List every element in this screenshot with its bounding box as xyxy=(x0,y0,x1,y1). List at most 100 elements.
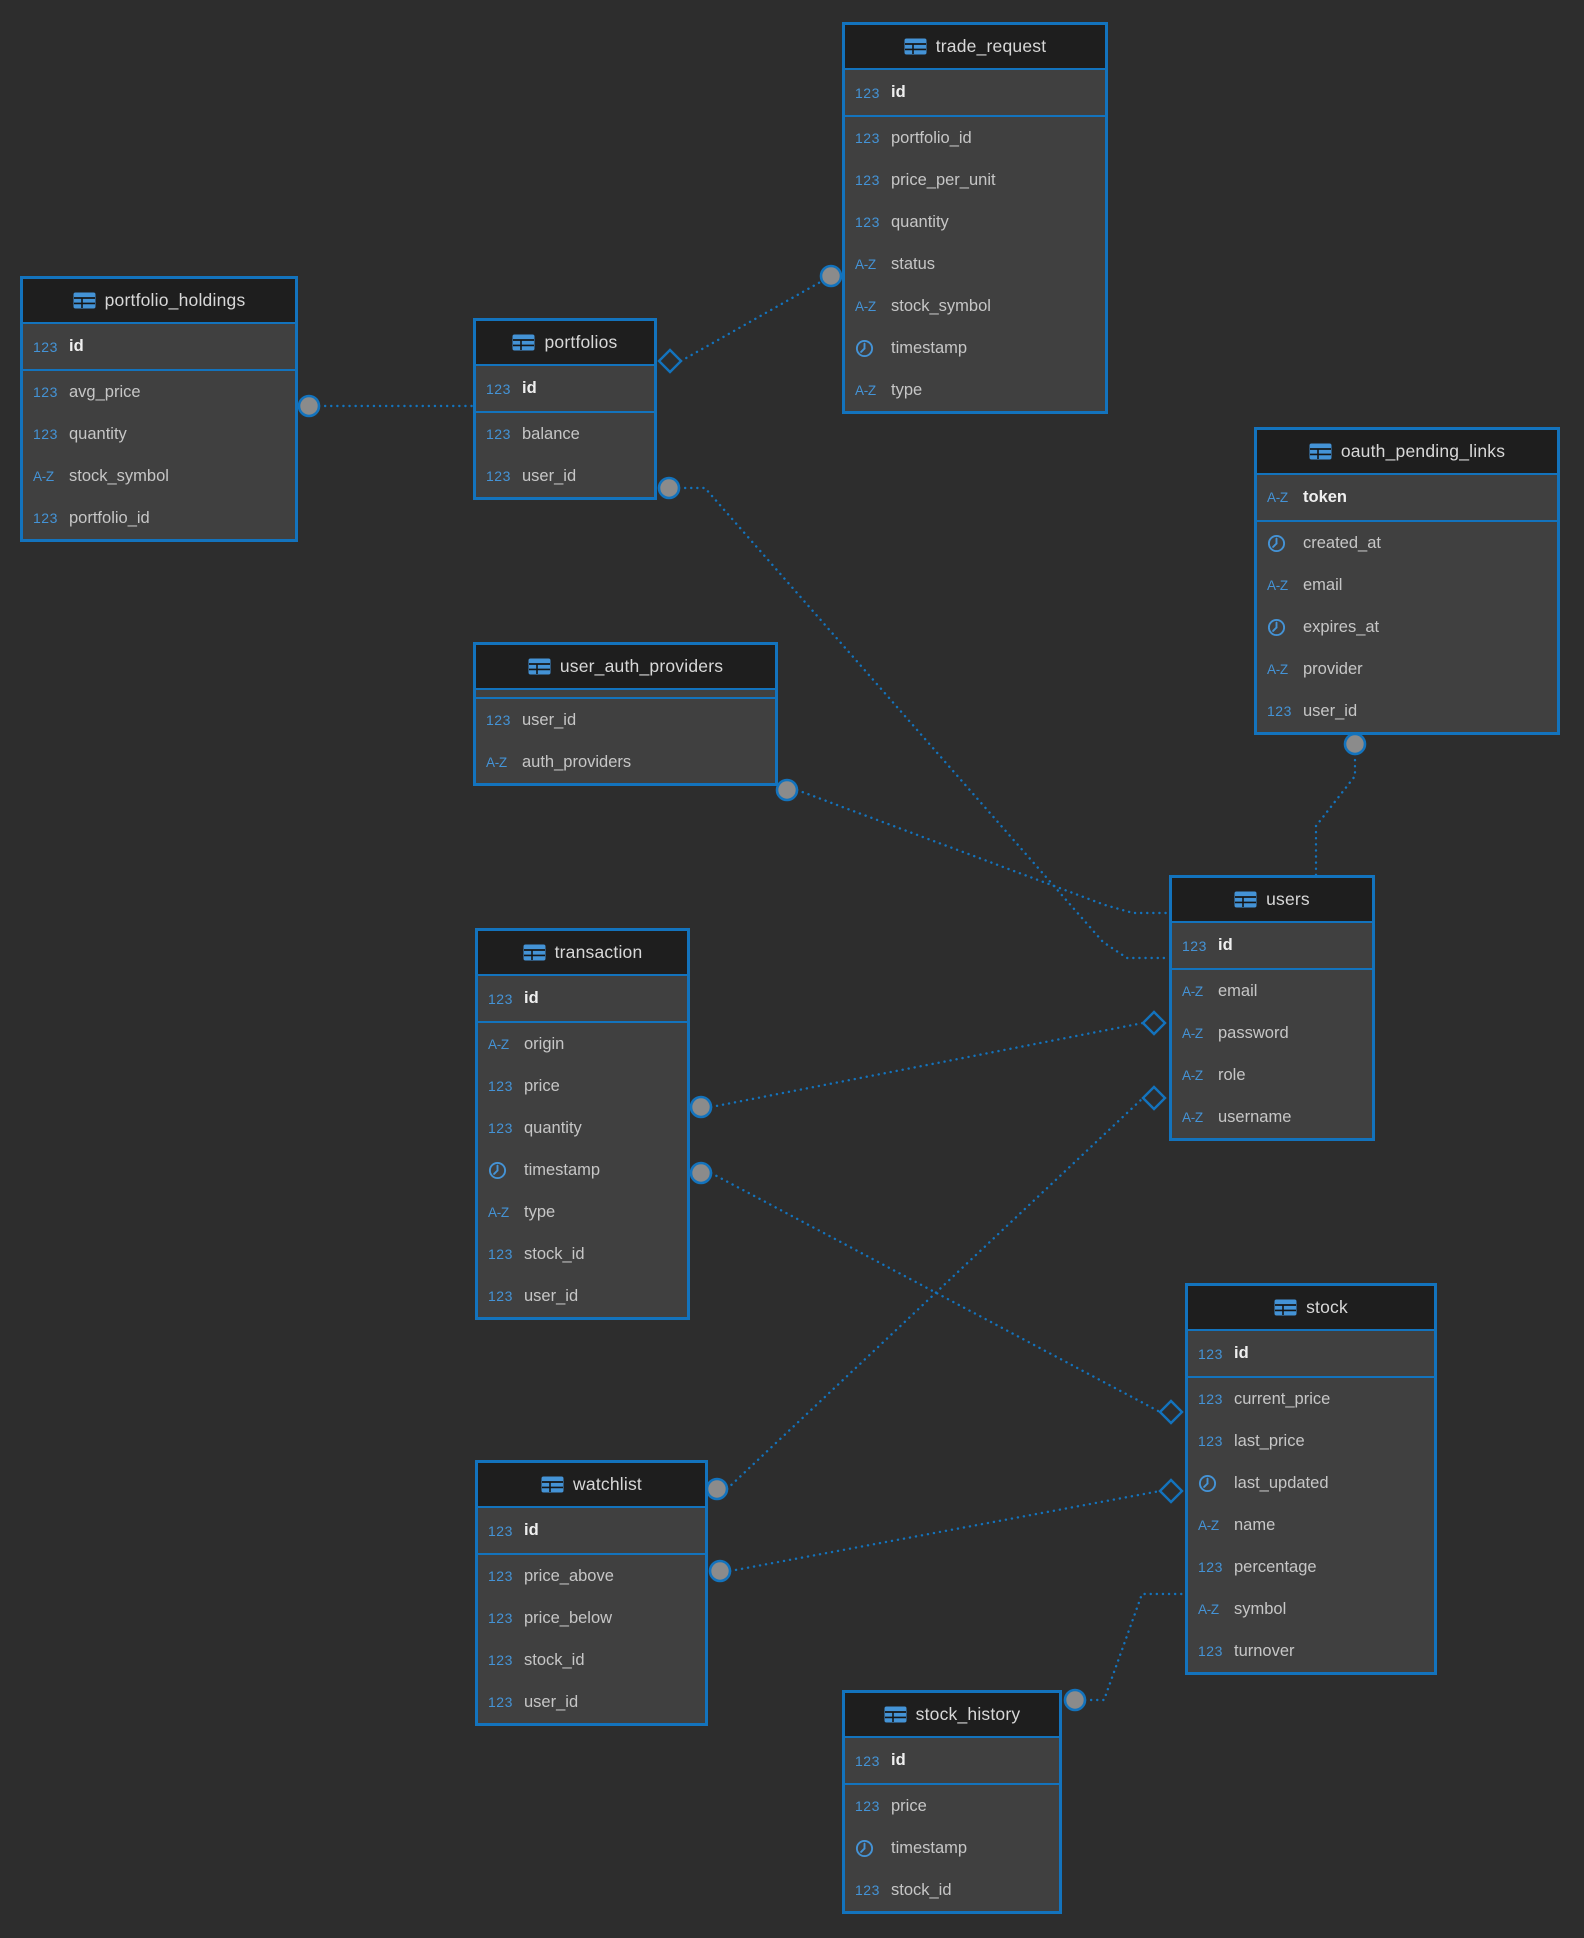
column-row-stock_history-timestamp[interactable]: timestamp xyxy=(845,1827,1059,1869)
text-az-icon: A-Z xyxy=(1198,1517,1219,1533)
column-row-stock-last_updated[interactable]: last_updated xyxy=(1188,1462,1434,1504)
column-row-oauth_pending_links-expires_at[interactable]: expires_at xyxy=(1257,606,1557,648)
table-name: transaction xyxy=(554,942,643,962)
circle-endpoint xyxy=(705,1477,729,1501)
table-header-portfolios[interactable]: portfolios xyxy=(476,321,654,366)
diamond-endpoint xyxy=(1158,1478,1184,1504)
column-row-watchlist-user_id[interactable]: 123 user_id xyxy=(478,1681,705,1723)
number-123-icon: 123 xyxy=(488,1694,513,1710)
column-name: password xyxy=(1218,1023,1289,1042)
connector-transaction-users[interactable] xyxy=(689,1010,1167,1119)
connector-portfolios-trade_request[interactable] xyxy=(657,264,843,374)
column-row-oauth_pending_links-created_at[interactable]: created_at xyxy=(1257,522,1557,564)
table-header-portfolio_holdings[interactable]: portfolio_holdings xyxy=(23,279,295,324)
connector-transaction-stock[interactable] xyxy=(689,1161,1184,1425)
connector-portfolio_holdings-portfolios[interactable] xyxy=(297,394,475,418)
column-name: id xyxy=(524,1521,539,1539)
clock-icon xyxy=(1198,1474,1234,1493)
table-header-transaction[interactable]: transaction xyxy=(478,931,687,976)
table-header-stock[interactable]: stock xyxy=(1188,1286,1434,1331)
column-name: type xyxy=(891,380,923,399)
table-header-users[interactable]: users xyxy=(1172,878,1372,923)
column-row-trade_request-timestamp[interactable]: timestamp xyxy=(845,327,1105,369)
text-az-icon: A-Z xyxy=(855,382,876,398)
table-header-oauth_pending_links[interactable]: oauth_pending_links xyxy=(1257,430,1557,475)
connector-watchlist-stock[interactable] xyxy=(708,1478,1184,1583)
clock-icon xyxy=(855,1839,891,1858)
column-row-trade_request-type[interactable]: A-Z type xyxy=(845,369,1105,411)
table-header-stock_history[interactable]: stock_history xyxy=(845,1693,1059,1738)
connector-stock_history-stock[interactable] xyxy=(1063,1592,1187,1712)
text-az-icon: A-Z xyxy=(1267,661,1288,677)
connector-user_auth_providers-users[interactable] xyxy=(775,778,1171,915)
number-123-icon: 123 xyxy=(488,1120,513,1136)
column-row-transaction-timestamp[interactable]: timestamp xyxy=(478,1149,687,1191)
primary-key-section xyxy=(476,690,775,699)
table-header-user_auth_providers[interactable]: user_auth_providers xyxy=(476,645,775,690)
connector-watchlist-users[interactable] xyxy=(705,1085,1167,1501)
number-123-icon: 123 xyxy=(33,338,58,355)
connector-oauth_pending_links-users[interactable] xyxy=(1314,732,1367,877)
table-header-trade_request[interactable]: trade_request xyxy=(845,25,1105,70)
column-name: id xyxy=(69,337,84,355)
column-row-portfolio_holdings-id[interactable]: 123 id xyxy=(23,324,295,369)
table-header-watchlist[interactable]: watchlist xyxy=(478,1463,705,1508)
column-name: user_id xyxy=(524,1692,579,1711)
